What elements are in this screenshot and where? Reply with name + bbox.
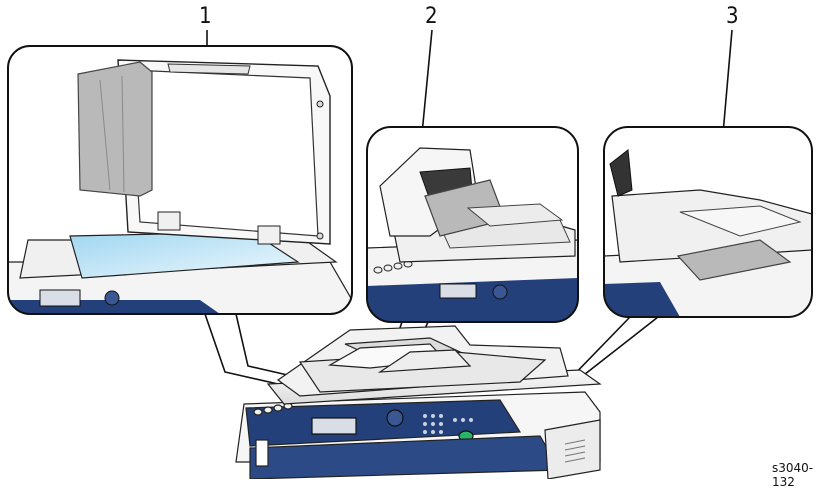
panel-1-document-glass [8, 46, 352, 314]
connector-panel1-right [235, 313, 293, 377]
illustration [7, 29, 813, 479]
figure-id: s3040-132 [772, 461, 814, 489]
callout-1: 1 [199, 4, 212, 29]
panel-3-frame [603, 126, 813, 318]
diagram-stage: 1 2 3 s3040-132 [7, 4, 813, 489]
panel-3-feeder-tray [604, 127, 812, 317]
panel-2-adf-cover [367, 127, 578, 322]
panel-2-frame [366, 126, 579, 323]
panel-1-frame [7, 45, 353, 315]
callout-3: 3 [726, 4, 739, 29]
connector-panel1-left [204, 313, 279, 385]
connector-panel3-right [579, 316, 659, 379]
printer-overview [235, 325, 602, 479]
callout-2: 2 [425, 4, 438, 29]
